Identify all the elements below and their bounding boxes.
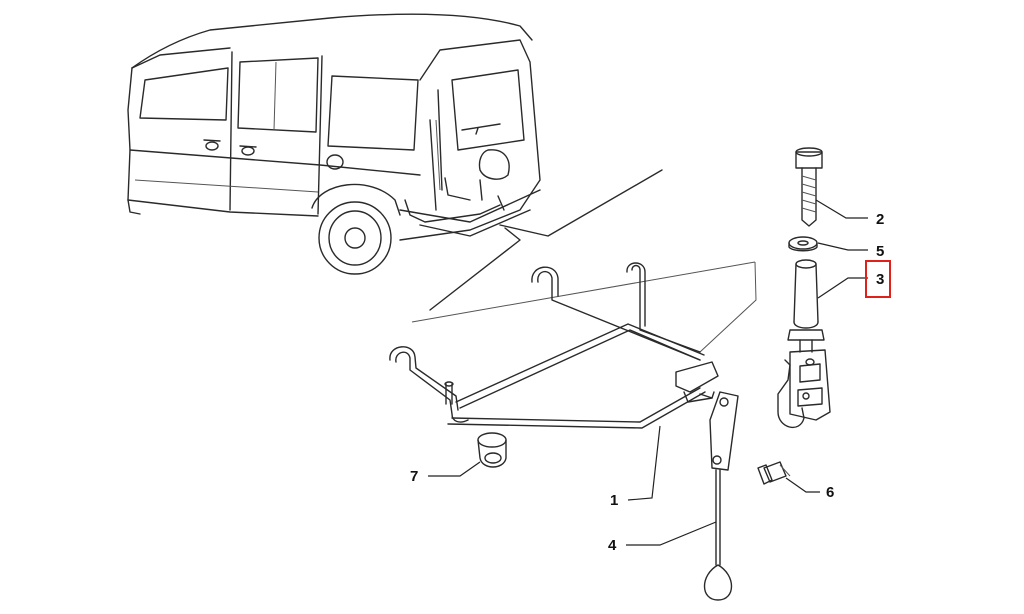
label-part-5[interactable]: 5 — [876, 243, 884, 260]
label-part-6[interactable]: 6 — [826, 484, 834, 501]
washer — [788, 236, 818, 252]
label-part-3[interactable]: 3 — [876, 271, 884, 288]
highlight-box-part-3 — [865, 260, 891, 298]
label-part-7[interactable]: 7 — [410, 468, 418, 485]
rubber-plug — [477, 432, 507, 468]
spare-wheel-hook — [777, 259, 831, 429]
detail-projection-lines — [411, 169, 757, 353]
release-cable — [703, 391, 739, 601]
screw — [757, 461, 791, 485]
label-part-2[interactable]: 2 — [876, 211, 884, 228]
label-part-4[interactable]: 4 — [608, 537, 617, 554]
van-illustration — [127, 13, 541, 275]
bolt — [795, 147, 823, 227]
leader-lines — [428, 199, 868, 546]
label-part-1[interactable]: 1 — [610, 492, 618, 509]
wire-carrier-frame — [389, 262, 719, 429]
